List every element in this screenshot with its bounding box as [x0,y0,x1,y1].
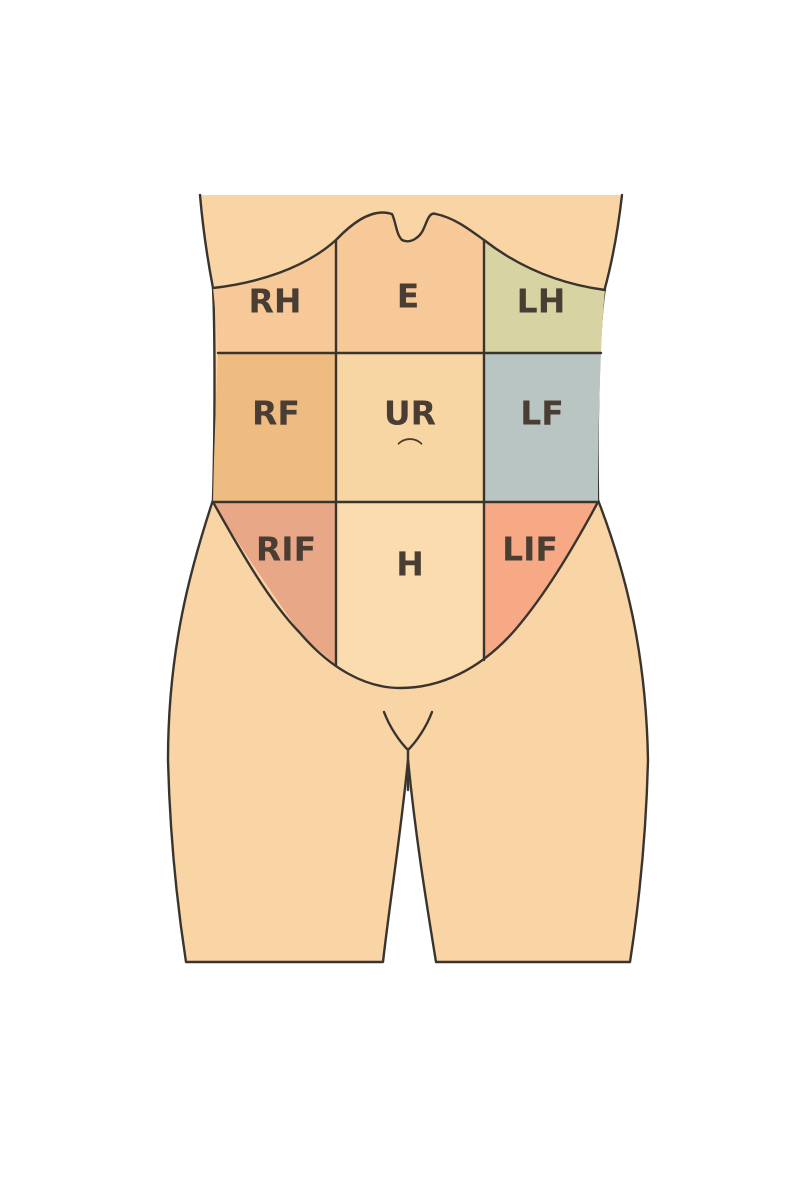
region-rf [213,353,336,502]
region-lf [484,353,601,502]
label-rf: RF [252,394,300,433]
region-lh [484,240,605,353]
label-h: H [396,545,424,584]
region-rh [213,240,336,353]
umbilicus-mark: ⌒ [397,438,423,468]
region-lif [484,502,598,660]
region-ur [336,353,484,502]
label-rif: RIF [256,530,316,569]
region-rif [213,502,336,665]
groin-line [382,710,434,792]
inguinal-curve [211,500,600,690]
label-lif: LIF [502,530,558,569]
label-rh: RH [248,282,301,321]
region-e [336,212,484,353]
label-lh: LH [517,282,566,321]
label-ur: UR [384,394,436,433]
region-h [336,502,484,688]
label-e: E [397,277,420,316]
label-lf: LF [520,394,564,433]
